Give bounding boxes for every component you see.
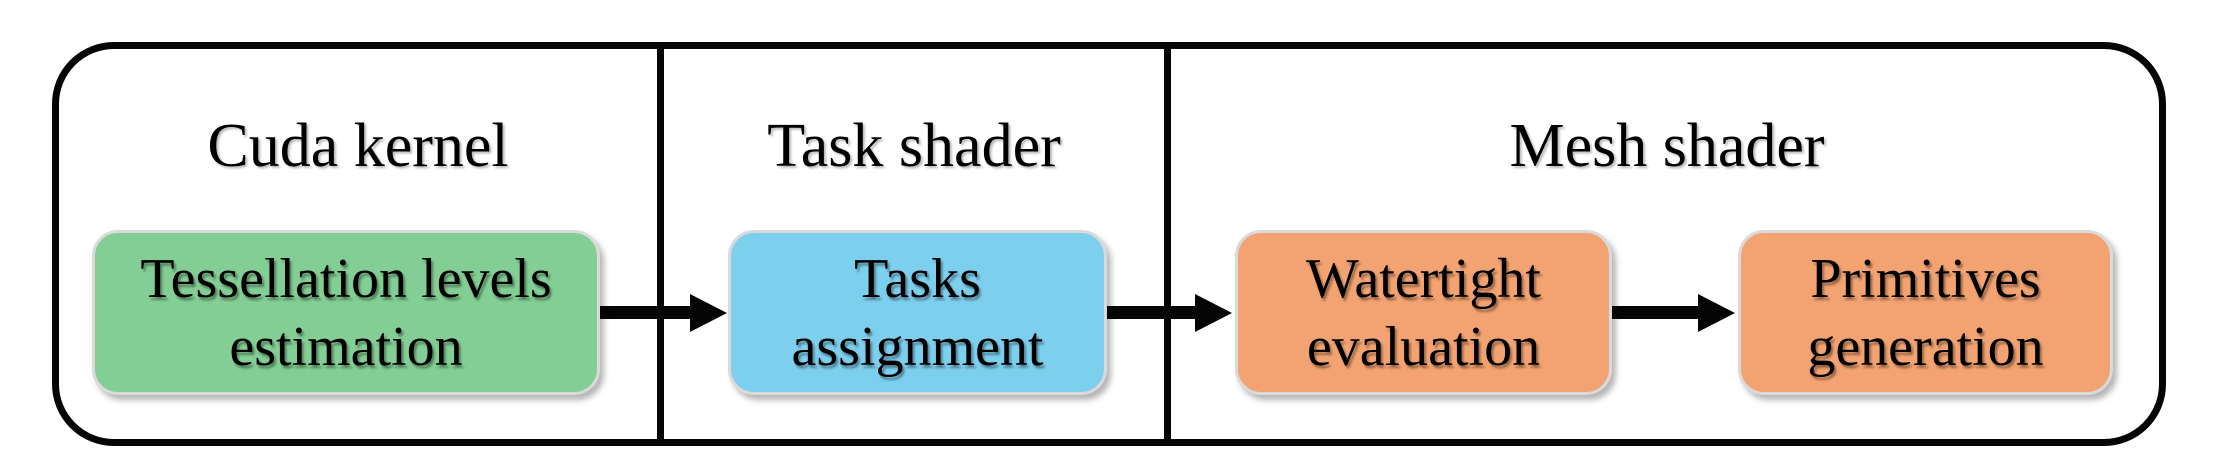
section-title-mesh-shader: Mesh shader [1509, 112, 1825, 180]
stage-label-line: assignment [791, 315, 1044, 378]
stage-label-line: Watertight [1306, 247, 1541, 310]
stage-label-line: generation [1807, 315, 2044, 378]
stage-box-watertight-evaluation: Watertight evaluation [1235, 230, 1612, 395]
stage-box-primitives-generation: Primitives generation [1738, 230, 2113, 395]
arrow-right-icon [1195, 294, 1232, 332]
stage-box-tasks-assignment: Tasks assignment [728, 230, 1107, 395]
section-title-cuda-kernel: Cuda kernel [207, 112, 509, 180]
arrow-right-icon [690, 294, 727, 332]
stage-label-line: estimation [229, 315, 463, 378]
arrow-shaft [600, 306, 695, 319]
arrow-right-icon [1698, 294, 1735, 332]
section-divider-2 [1164, 48, 1171, 439]
stage-label-line: Tasks [854, 247, 981, 310]
arrow-shaft [1612, 306, 1705, 319]
stage-box-tessellation-levels-estimation: Tessellation levels estimation [92, 230, 600, 395]
section-divider-1 [657, 48, 664, 439]
stage-label-line: evaluation [1306, 315, 1541, 378]
stage-label-line: Tessellation levels [140, 247, 552, 310]
pipeline-outer-frame [52, 42, 2166, 446]
section-title-task-shader: Task shader [767, 112, 1061, 180]
stage-label-line: Primitives [1810, 247, 2041, 310]
arrow-shaft [1107, 306, 1202, 319]
